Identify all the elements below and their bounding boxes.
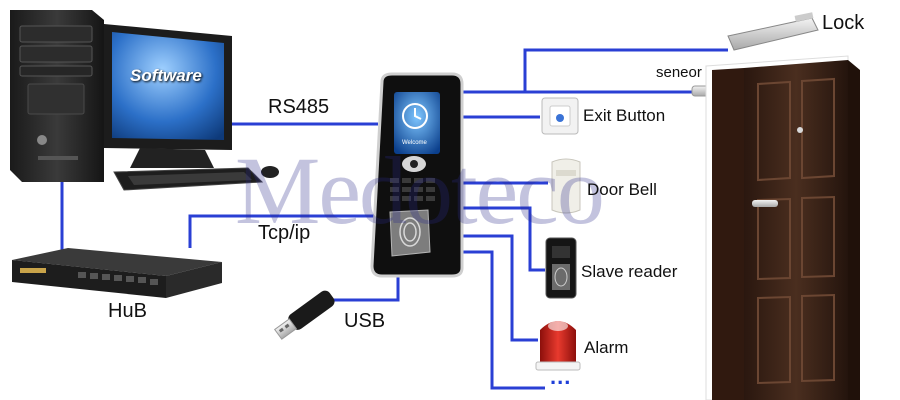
mouse-icon [261,166,279,178]
monitor [104,24,232,168]
exit-button-label: Exit Button [583,106,666,125]
keyboard [113,166,279,191]
fingerprint-sensor-icon [389,209,431,257]
network-hub [12,248,222,298]
usb-label: USB [344,310,386,332]
slave-reader-icon [545,237,577,299]
usb-stick-icon [274,290,335,340]
door-handle-icon [752,200,778,207]
wire-alarm [462,234,538,342]
connection-wires [60,48,728,390]
peephole-icon [797,127,803,133]
rs485-label: RS485 [268,96,330,118]
hub-label: HuB [108,300,147,322]
pc-tower [10,10,104,182]
door [705,55,860,400]
access-control-terminal [370,72,464,278]
door-bell-icon [551,158,581,214]
alarm-siren-icon [535,321,581,371]
keypad [390,178,435,201]
door-bell-label: Door Bell [587,180,657,199]
wire-slave-reader [462,206,545,272]
more-devices-label: ... [550,364,572,389]
slave-reader-label: Slave reader [581,262,678,281]
wire-usb [330,268,400,302]
device-screen-text: Welcome [402,140,427,146]
sensor-label: seneor [656,64,702,81]
lock-label: Lock [822,12,865,34]
software-label: Software [130,66,202,85]
wire-tcpip [188,214,378,248]
exit-button-icon [541,97,579,135]
tcpip-label: Tcp/ip [258,222,311,244]
electric-lock-icon [727,12,819,51]
alarm-label: Alarm [584,338,629,357]
wire-more [462,250,545,390]
